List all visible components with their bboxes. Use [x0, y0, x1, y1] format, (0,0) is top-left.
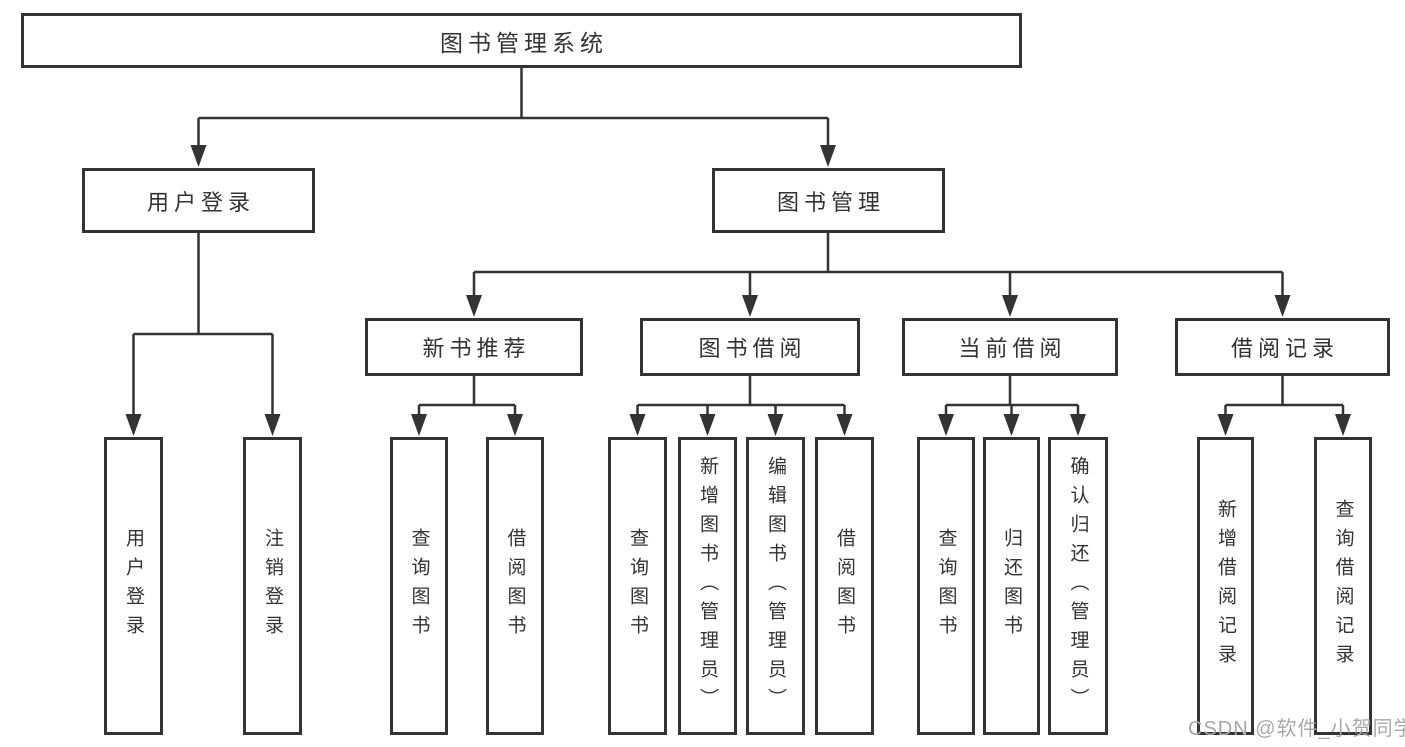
leaf-edit-book-admin: 编辑图书（管理员）: [746, 437, 805, 735]
connector-records-group: [1224, 376, 1345, 418]
leaf-label: 查询图书: [408, 528, 430, 644]
connector-newbook-group: [417, 376, 517, 418]
arrow-down-icon: [742, 295, 758, 317]
arrowheads: [125, 145, 1351, 436]
arrow-down-icon: [264, 414, 281, 436]
node-book-borrowing: 图书借阅: [640, 318, 860, 376]
leaf-label: 查询借阅记录: [1332, 499, 1354, 673]
connector-userlogin-group: [132, 233, 274, 418]
leaf-query-books-current: 查询图书: [917, 437, 975, 735]
leaf-label: 确认归还（管理员）: [1067, 455, 1089, 717]
arrow-down-icon: [190, 145, 207, 167]
arrow-down-icon: [938, 414, 954, 436]
connector-bookborrow-group: [636, 376, 846, 418]
csdn-watermark: CSDN @软件_小贺同学: [1188, 718, 1405, 740]
arrow-down-icon: [466, 295, 482, 317]
leaf-add-book-admin: 新增图书（管理员）: [678, 437, 737, 735]
leaf-user-login: 用户登录: [104, 437, 163, 735]
leaf-label: 用户登录: [123, 528, 144, 644]
arrow-down-icon: [629, 414, 646, 436]
leaf-label: 新增图书（管理员）: [697, 455, 718, 717]
leaf-query-books-recommend: 查询图书: [390, 437, 448, 735]
node-current-borrowing: 当前借阅: [902, 318, 1118, 376]
leaf-label: 查询图书: [935, 528, 957, 644]
arrow-down-icon: [1003, 414, 1020, 436]
arrow-down-icon: [836, 414, 853, 436]
node-user-login: 用户登录: [82, 168, 315, 233]
arrow-down-icon: [1070, 414, 1086, 436]
leaf-add-borrow-record: 新增借阅记录: [1197, 437, 1254, 735]
node-borrow-records: 借阅记录: [1175, 318, 1390, 376]
leaf-label: 查询图书: [627, 528, 648, 644]
leaf-label: 注销登录: [262, 528, 283, 644]
leaf-label: 借阅图书: [504, 528, 526, 644]
leaf-label: 编辑图书（管理员）: [765, 455, 786, 717]
leaf-query-books-borrow: 查询图书: [608, 437, 667, 735]
leaf-borrow-books-recommend: 借阅图书: [486, 437, 544, 735]
arrow-down-icon: [1217, 414, 1234, 436]
leaf-label: 借阅图书: [834, 528, 855, 644]
node-root: 图书管理系统: [21, 13, 1022, 68]
leaf-return-books: 归还图书: [983, 437, 1040, 735]
connector-bookmgmt-to-level3: [472, 233, 1284, 299]
node-new-book-recommend: 新书推荐: [365, 318, 583, 376]
node-book-management: 图书管理: [712, 168, 945, 233]
arrow-down-icon: [1274, 295, 1291, 317]
arrow-down-icon: [820, 145, 836, 167]
connector-currentborrow-group: [944, 376, 1080, 418]
arrow-down-icon: [767, 414, 784, 436]
arrow-down-icon: [699, 414, 716, 436]
arrow-down-icon: [1002, 295, 1018, 317]
connector-root-to-level2: [197, 68, 830, 148]
arrow-down-icon: [1335, 414, 1351, 436]
leaf-label: 新增借阅记录: [1215, 499, 1236, 673]
leaf-borrow-books-borrow: 借阅图书: [815, 437, 874, 735]
arrow-down-icon: [411, 414, 427, 436]
leaf-confirm-return-admin: 确认归还（管理员）: [1048, 437, 1108, 735]
leaf-label: 归还图书: [1001, 528, 1022, 644]
leaf-query-borrow-record: 查询借阅记录: [1314, 437, 1372, 735]
leaf-logout: 注销登录: [243, 437, 302, 735]
arrow-down-icon: [125, 414, 142, 436]
arrow-down-icon: [507, 414, 523, 436]
